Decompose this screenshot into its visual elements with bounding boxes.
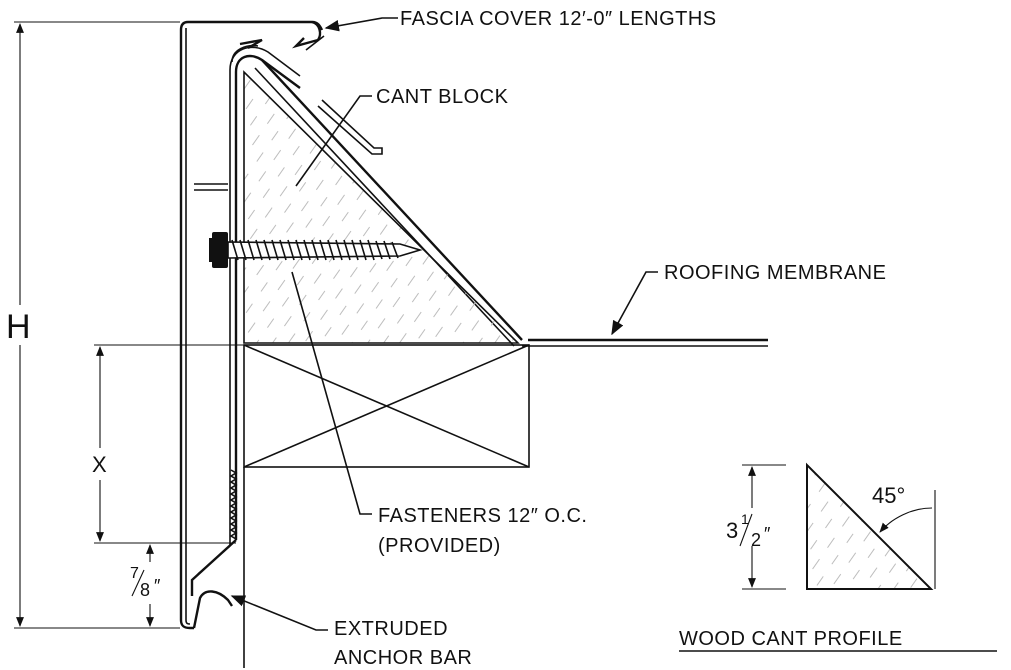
x-label: X xyxy=(92,452,107,477)
cant-size-denominator: 2 xyxy=(751,530,761,550)
cant-size-numerator: 1 xyxy=(741,511,749,527)
wood-nailer xyxy=(243,344,530,468)
inch-mark: ″ xyxy=(154,576,161,596)
cant-size-mark: ″ xyxy=(764,524,771,544)
anchor-bar-label-line2: ANCHOR BAR xyxy=(334,647,472,669)
fraction-numerator: 7 xyxy=(130,565,139,582)
fraction-denominator: 8 xyxy=(140,580,150,600)
fastener-screw xyxy=(209,232,423,268)
cant-size-whole: 3 xyxy=(726,518,738,543)
anchor-bar xyxy=(190,38,523,596)
fascia-cover-label: FASCIA COVER 12′-0″ LENGTHS xyxy=(400,8,717,30)
cant-block-label: CANT BLOCK xyxy=(376,86,509,108)
height-label: H xyxy=(6,308,31,346)
cant-block xyxy=(243,70,520,344)
seven-eighths-dimension: 7 8 ″ xyxy=(130,544,161,627)
height-dimension: H xyxy=(6,21,180,629)
wood-cant-profile: 3 1 2 ″ 45° WOOD CANT PROFILE xyxy=(679,462,997,652)
roofing-membrane-label: ROOFING MEMBRANE xyxy=(664,262,886,284)
leader-lines xyxy=(230,17,658,631)
fasteners-label-line1: FASTENERS 12″ O.C. xyxy=(378,505,587,527)
x-dimension: X xyxy=(92,344,244,544)
fasteners-label-line2: (PROVIDED) xyxy=(378,535,501,557)
fascia-cover xyxy=(179,20,325,630)
profile-title: WOOD CANT PROFILE xyxy=(679,628,903,650)
roofing-membrane xyxy=(522,338,768,347)
angle-label: 45° xyxy=(872,483,905,508)
anchor-bar-label-line1: EXTRUDED xyxy=(334,618,448,640)
